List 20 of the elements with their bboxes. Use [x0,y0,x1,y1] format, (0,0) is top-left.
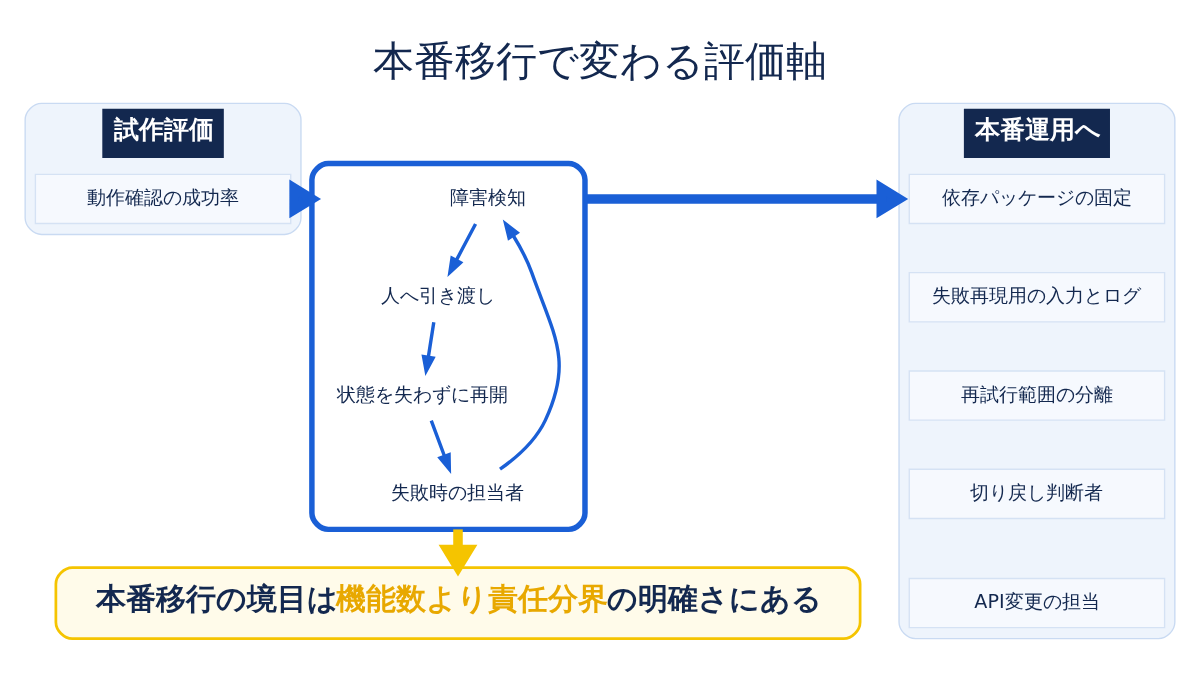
node-box: 依存パッケージの固定 [908,173,1166,225]
arrow [421,322,436,376]
node-text: 障害検知 [450,186,527,209]
node-box: 動作確認の成功率 [34,173,292,225]
arrow [438,529,478,577]
node-text: 人へ引き渡し [380,284,495,308]
node-box: 本番移行の境目は機能数より責任分界の明確さにある [54,566,862,640]
arrow [447,223,478,278]
arrow [499,219,561,471]
arrow [585,179,909,219]
node-text: 失敗時の担当者 [391,480,525,504]
node-box: API変更の担当 [908,577,1166,629]
node-box: 切り戻し判断者 [908,468,1166,520]
node-box: 再試行範囲の分離 [908,370,1166,421]
arrow [429,419,452,474]
cluster [309,160,588,533]
diagram-title: 本番移行で変わる評価軸 [373,36,827,85]
node-text: 状態を失わずに再開 [336,382,508,406]
node-box: 失敗再現用の入力とログ [908,272,1166,323]
arrow [289,179,322,219]
